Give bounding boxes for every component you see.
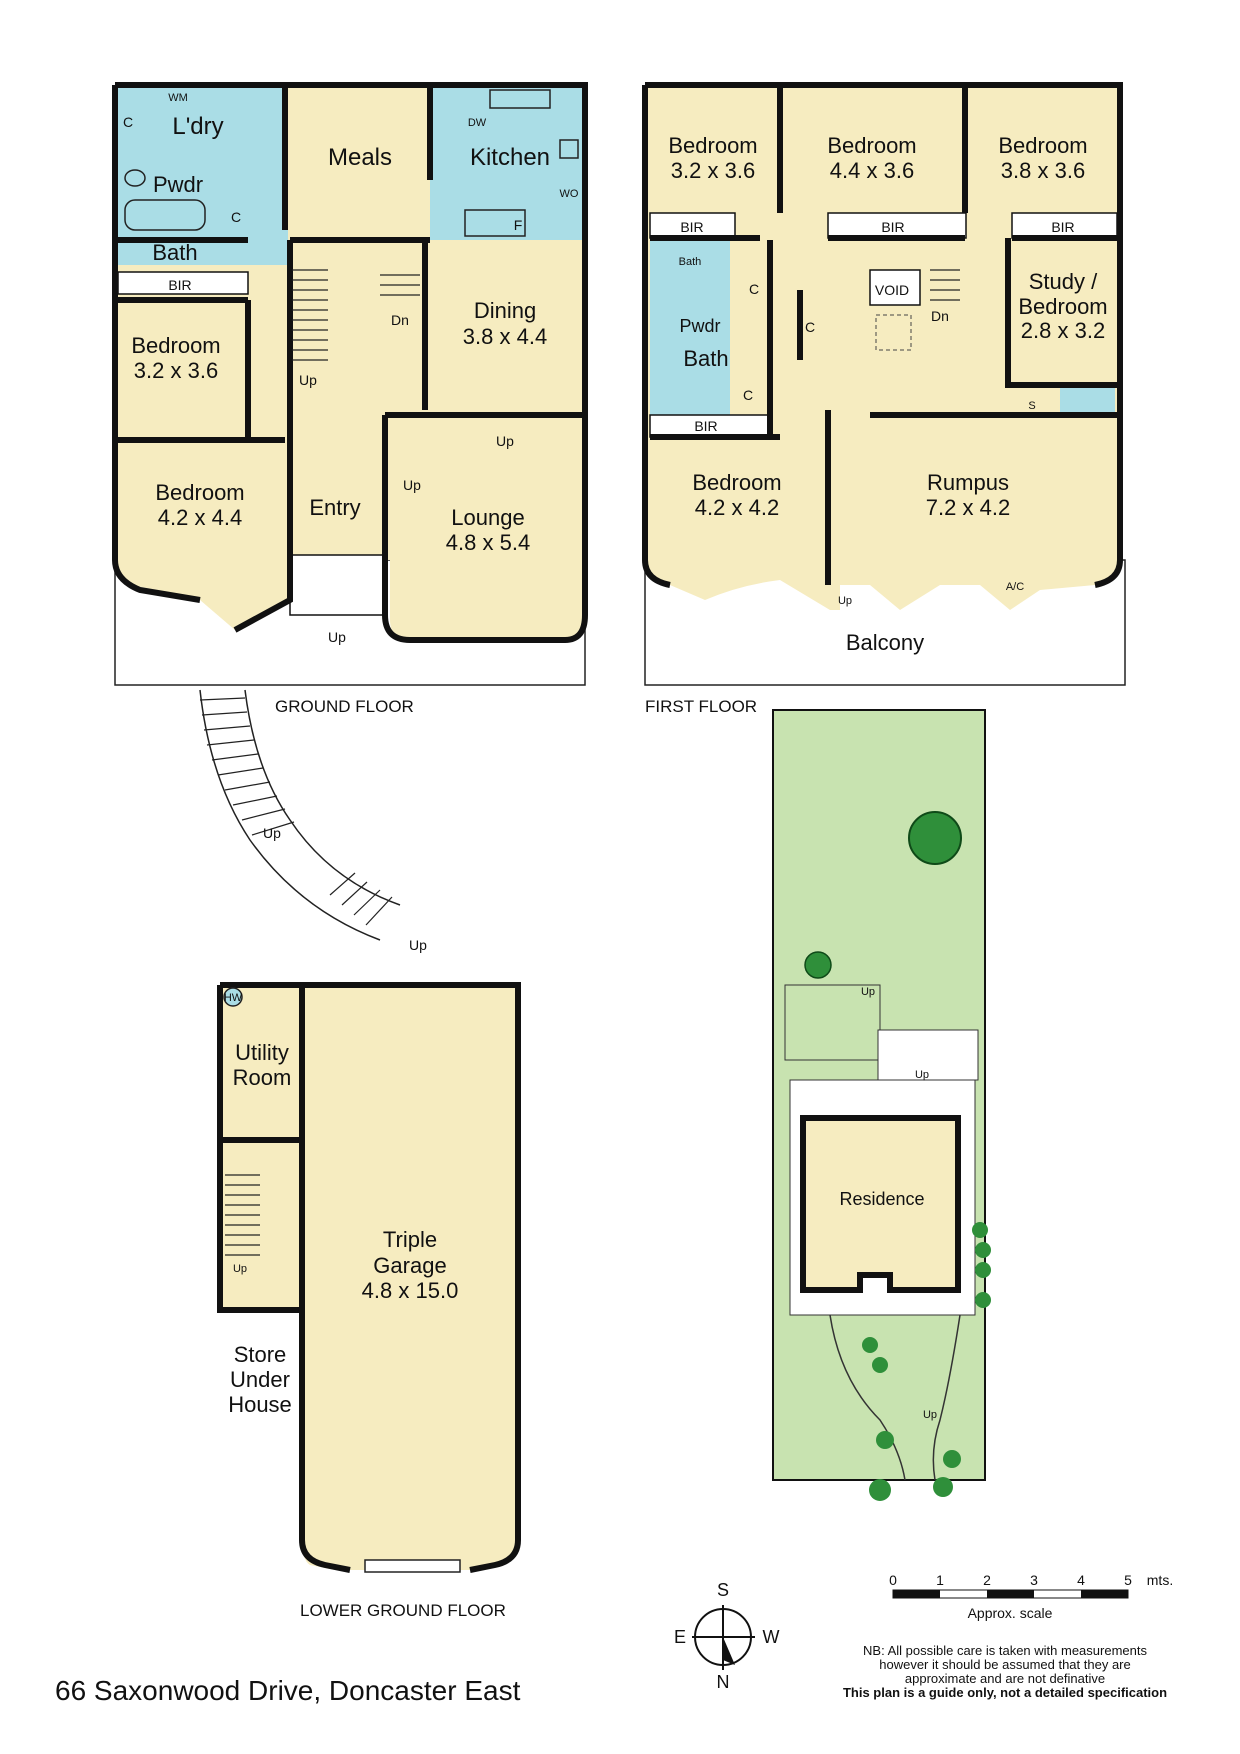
cupboard-label: C: [743, 387, 753, 403]
bir-label: BIR: [694, 418, 717, 434]
property-address: 66 Saxonwood Drive, Doncaster East: [55, 1675, 521, 1706]
laundry-label: L'dry: [172, 113, 223, 140]
kitchen-label: Kitchen: [470, 144, 550, 171]
residence-label: Residence: [839, 1189, 924, 1209]
disclaimer-line: NB: All possible care is taken with meas…: [863, 1643, 1147, 1658]
washing-machine-label: WM: [168, 92, 188, 104]
study-label: Bedroom: [1018, 294, 1107, 319]
study-size: 2.8 x 3.2: [1021, 318, 1105, 343]
bir-label: BIR: [881, 219, 904, 235]
stair-up-label: Up: [233, 1263, 247, 1275]
hot-water-label: HW: [224, 992, 243, 1004]
step-up-label: Up: [263, 825, 281, 841]
step-up-label: Up: [403, 477, 421, 493]
scale-caption: Approx. scale: [968, 1605, 1053, 1621]
bath-label: Bath: [152, 240, 197, 265]
scale-tick: 4: [1077, 1572, 1085, 1588]
bedroom-size: 3.2 x 3.6: [134, 358, 218, 383]
bedroom-size: 4.4 x 3.6: [830, 158, 914, 183]
bedroom-label: Bedroom: [668, 133, 757, 158]
entry-label: Entry: [309, 495, 360, 520]
meals-label: Meals: [328, 144, 392, 171]
step-up-label: Up: [409, 937, 427, 953]
cupboard-label: C: [805, 319, 815, 335]
compass-north: N: [717, 1672, 730, 1692]
bedroom-label: Bedroom: [998, 133, 1087, 158]
ground-floor-plan: WM C L'dry Pwdr C Bath BIR Meals DW Kitc…: [112, 82, 588, 953]
disclaimer-line-bold: This plan is a guide only, not a detaile…: [843, 1685, 1167, 1700]
wall-oven-label: WO: [560, 188, 579, 200]
bedroom-label: Bedroom: [155, 480, 244, 505]
stair-down-label: Dn: [391, 312, 409, 328]
compass: S N E W: [674, 1580, 780, 1692]
bath-label: Bath: [683, 346, 728, 371]
void-label: VOID: [875, 282, 909, 298]
garage-label: Triple: [383, 1227, 437, 1252]
lounge-size: 4.8 x 5.4: [446, 530, 530, 555]
compass-east: E: [674, 1627, 686, 1647]
scale-tick: 5: [1124, 1572, 1132, 1588]
site-plan: Residence Up Up Up: [772, 709, 991, 1501]
store-label: Store: [234, 1342, 287, 1367]
balcony-label: Balcony: [846, 630, 924, 655]
rumpus-label: Rumpus: [927, 470, 1009, 495]
garage-label: Garage: [373, 1253, 446, 1278]
scale-bar: 0 1 2 3 4 5 mts. Approx. scale: [889, 1572, 1173, 1621]
bedroom-size: 3.8 x 3.6: [1001, 158, 1085, 183]
store-label: House: [228, 1392, 292, 1417]
bedroom-size: 3.2 x 3.6: [671, 158, 755, 183]
step-up-label: Up: [838, 595, 852, 607]
ensuite-label: Bath: [679, 256, 702, 268]
bir-label: BIR: [1051, 219, 1074, 235]
dining-size: 3.8 x 4.4: [463, 324, 547, 349]
scale-unit: mts.: [1147, 1572, 1173, 1588]
rumpus-size: 7.2 x 4.2: [926, 495, 1010, 520]
bedroom-label: Bedroom: [131, 333, 220, 358]
lower-ground-floor-caption: LOWER GROUND FLOOR: [300, 1601, 506, 1620]
storage-label: S: [1028, 400, 1035, 412]
first-floor-plan: Bedroom 3.2 x 3.6 Bedroom 4.4 x 3.6 Bedr…: [642, 82, 1126, 716]
cupboard-label: C: [123, 114, 133, 130]
step-up-label: Up: [915, 1069, 929, 1081]
bedroom-label: Bedroom: [692, 470, 781, 495]
disclaimer-line: approximate and are not definative: [905, 1671, 1105, 1686]
stair-up-label: Up: [299, 372, 317, 388]
ground-floor-caption: GROUND FLOOR: [275, 697, 414, 716]
store-label: Under: [230, 1367, 290, 1392]
disclaimer-line: however it should be assumed that they a…: [879, 1657, 1130, 1672]
scale-tick: 0: [889, 1572, 897, 1588]
scale-tick: 3: [1030, 1572, 1038, 1588]
compass-south: S: [717, 1580, 729, 1600]
first-floor-caption: FIRST FLOOR: [645, 697, 757, 716]
scale-tick: 2: [983, 1572, 991, 1588]
bir-label: BIR: [168, 277, 191, 293]
dishwasher-label: DW: [468, 117, 487, 129]
step-up-label: Up: [496, 433, 514, 449]
scale-tick: 1: [936, 1572, 944, 1588]
fridge-label: F: [514, 217, 523, 233]
lounge-label: Lounge: [451, 505, 524, 530]
disclaimer: NB: All possible care is taken with meas…: [843, 1643, 1167, 1700]
lower-ground-floor-plan: HW Utility Room Up Triple Garage 4.8 x 1…: [217, 982, 521, 1620]
step-up-label: Up: [923, 1409, 937, 1421]
aircon-label: A/C: [1006, 581, 1024, 593]
powder-room-label: Pwdr: [679, 316, 720, 336]
study-label: Study /: [1029, 269, 1098, 294]
compass-west: W: [763, 1627, 780, 1647]
bedroom-size: 4.2 x 4.2: [695, 495, 779, 520]
bedroom-label: Bedroom: [827, 133, 916, 158]
cupboard-label: C: [231, 209, 241, 225]
bedroom-size: 4.2 x 4.4: [158, 505, 242, 530]
powder-room-label: Pwdr: [153, 172, 203, 197]
step-up-label: Up: [328, 629, 346, 645]
stair-down-label: Dn: [931, 308, 949, 324]
garage-size: 4.8 x 15.0: [362, 1278, 459, 1303]
utility-room-label: Utility: [235, 1040, 289, 1065]
step-up-label: Up: [861, 986, 875, 998]
utility-room-label: Room: [233, 1065, 292, 1090]
cupboard-label: C: [749, 281, 759, 297]
bir-label: BIR: [680, 219, 703, 235]
dining-label: Dining: [474, 298, 536, 323]
